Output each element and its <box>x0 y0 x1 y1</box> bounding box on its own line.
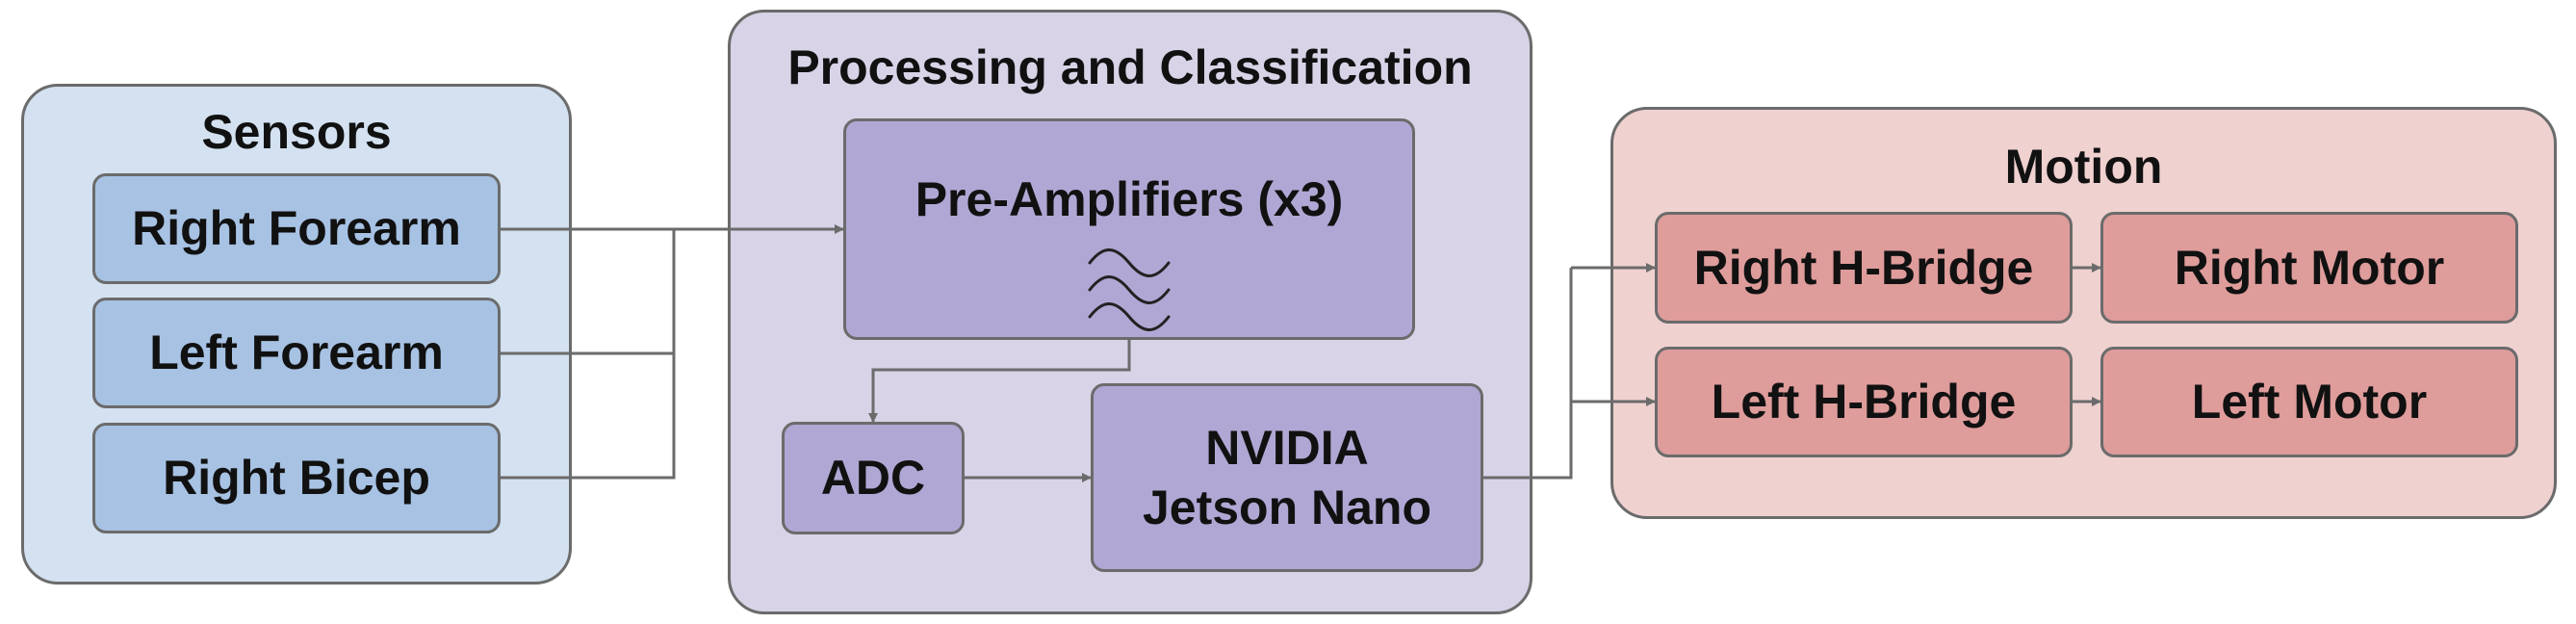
processing-group-title: Processing and Classification <box>787 40 1473 94</box>
pre-amplifiers-node: Pre-Amplifiers (x3) <box>843 118 1415 340</box>
right-forearm-node: Right Forearm <box>92 173 501 284</box>
jetson-nano-label-line1: NVIDIA <box>1205 420 1369 475</box>
right-bicep-node: Right Bicep <box>92 423 501 533</box>
right-motor-label: Right Motor <box>2174 240 2445 295</box>
right-motor-node: Right Motor <box>2100 212 2518 324</box>
jetson-nano-label-line2: Jetson Nano <box>1142 481 1432 534</box>
signal-waves-icon <box>1088 247 1171 331</box>
sensors-group-title: Sensors <box>201 105 392 159</box>
motion-group-title: Motion <box>2004 140 2163 194</box>
right-h-bridge-node: Right H-Bridge <box>1655 212 2073 324</box>
left-motor-node: Left Motor <box>2100 347 2518 457</box>
pre-amplifiers-label: Pre-Amplifiers (x3) <box>914 172 1344 226</box>
adc-label: ADC <box>820 451 926 506</box>
right-forearm-label: Right Forearm <box>132 201 461 256</box>
left-h-bridge-label: Left H-Bridge <box>1711 375 2017 429</box>
right-bicep-label: Right Bicep <box>163 451 430 506</box>
adc-node: ADC <box>782 422 965 534</box>
left-h-bridge-node: Left H-Bridge <box>1655 347 2073 457</box>
left-motor-label: Left Motor <box>2191 375 2428 429</box>
left-forearm-label: Left Forearm <box>149 325 444 380</box>
jetson-nano-node: NVIDIA Jetson Nano <box>1091 383 1483 572</box>
left-forearm-node: Left Forearm <box>92 298 501 408</box>
right-h-bridge-label: Right H-Bridge <box>1693 240 2034 295</box>
